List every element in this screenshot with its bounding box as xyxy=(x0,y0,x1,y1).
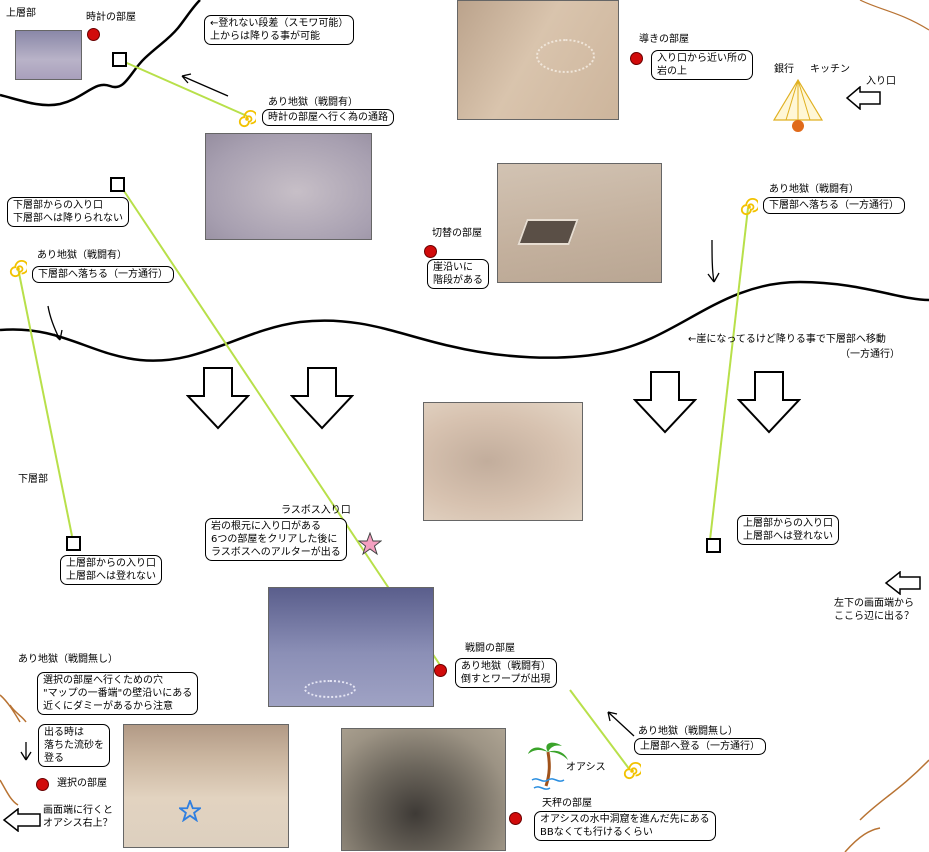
edge-mark-bottom-left xyxy=(0,694,27,806)
entrance-label: 入り口 xyxy=(866,76,896,87)
tent-icon xyxy=(772,78,824,132)
oasis-label: オアシス xyxy=(566,762,606,773)
upper-entry-left-marker[interactable] xyxy=(110,177,125,192)
edge-arrow-left-icon xyxy=(2,808,41,832)
antlion-right-note: 下層部へ落ちる（一方通行） xyxy=(763,197,905,214)
upper-cliff-line xyxy=(0,0,201,107)
arrow-antlion-up xyxy=(607,711,635,737)
guide-note: 入り口から近い所の岩の上 xyxy=(651,50,753,80)
antlion-no-battle-label: あり地獄（戦闘無し） xyxy=(18,654,118,665)
down-arrow-icon-4 xyxy=(737,371,801,434)
antlion-clock-spiral-icon[interactable] xyxy=(238,110,256,128)
scale-room-marker[interactable] xyxy=(509,812,522,825)
clock-room-marker[interactable] xyxy=(87,28,100,41)
palm-tree-icon xyxy=(528,742,568,790)
battle-room-marker[interactable] xyxy=(434,664,447,677)
antlion-left-note: 下層部へ落ちる（一方通行） xyxy=(32,266,174,283)
battle-room-label: 戦闘の部屋 xyxy=(465,643,515,654)
cliff-subnote: （一方通行） xyxy=(840,349,900,360)
clock-room-label: 時計の部屋 xyxy=(86,12,136,23)
switch-note: 崖沿いに階段がある xyxy=(427,259,489,289)
connector-upper-lower-left xyxy=(119,184,441,666)
arrow-select-hole xyxy=(20,742,32,761)
bottom-left-edge-note: 左下の画面端からここら辺に出る？ xyxy=(834,598,914,622)
antlion-right-spiral-icon[interactable] xyxy=(740,198,758,216)
connector-clock-passage xyxy=(119,59,248,117)
guide-room-marker[interactable] xyxy=(630,52,643,65)
upper-floor-label: 上層部 xyxy=(6,8,36,19)
select-star-icon xyxy=(179,800,201,822)
clock-entry-marker[interactable] xyxy=(112,52,127,67)
battle-note: あり地獄（戦闘有）倒すとワープが出現 xyxy=(455,658,557,688)
kitchen-label: キッチン xyxy=(810,64,850,75)
floor-boundary-wave xyxy=(0,280,929,362)
lower-entry-left-note: 下層部からの入り口下層部へは降りられない xyxy=(7,197,129,227)
upper-entry-lower-right-note: 上層部からの入り口上層部へは登れない xyxy=(737,515,839,545)
antlion-right-title: あり地獄（戦闘有） xyxy=(769,184,859,195)
antlion-clock-note: 時計の部屋へ行く為の通路 xyxy=(262,109,394,126)
antlion-left-title: あり地獄（戦闘有） xyxy=(37,250,127,261)
connector-battle-antlion xyxy=(569,689,631,771)
rock-screenshot xyxy=(423,402,583,521)
step-note: ←登れない段差（スモワ可能）上からは降りる事が可能 xyxy=(204,15,355,45)
antlion-clock-title: あり地獄（戦闘有） xyxy=(268,97,358,108)
cliff-note: ←崖になってるけど降りる事で下層部へ移動 xyxy=(688,334,886,345)
arrow-antlion-right xyxy=(707,239,720,283)
bank-label: 銀行 xyxy=(774,64,794,75)
scale-room-label: 天秤の部屋 xyxy=(542,798,592,809)
arrow-antlion-left xyxy=(47,305,63,341)
lower-entry-left-marker[interactable] xyxy=(66,536,81,551)
edge-arrow-right-icon xyxy=(884,571,921,595)
antlion-up-note: 上層部へ登る（一方通行） xyxy=(634,738,766,755)
lasboss-star-icon[interactable] xyxy=(358,532,382,556)
arrow-to-clock xyxy=(181,73,229,97)
switch-room-screenshot xyxy=(497,163,662,283)
edge-mark-bottom-right xyxy=(844,759,929,852)
select-room-label: 選択の部屋 xyxy=(57,778,107,789)
select-hole-note: 選択の部屋へ行くための穴"マップの一番端"の壁沿いにある近くにダミーがあるから注… xyxy=(37,672,199,715)
connector-antlion-right xyxy=(709,207,749,541)
scale-room-screenshot xyxy=(341,728,506,851)
battle-room-screenshot xyxy=(268,587,434,707)
antlion-up-title: あり地獄（戦闘無し） xyxy=(638,726,738,737)
passage-screenshot xyxy=(205,133,372,240)
select-room-marker[interactable] xyxy=(36,778,49,791)
down-arrow-icon-1 xyxy=(186,367,250,430)
switch-room-marker[interactable] xyxy=(424,245,437,258)
screen-edge-note: 画面端に行くとオアシス右上？ xyxy=(43,805,113,829)
entrance-arrow-icon xyxy=(846,86,881,110)
lasboss-entrance-label: ラスボス入り口 xyxy=(281,505,351,516)
antlion-left-spiral-icon[interactable] xyxy=(9,260,27,278)
edge-mark-top-right xyxy=(859,0,929,31)
antlion-up-spiral-icon[interactable] xyxy=(623,762,641,780)
select-exit-note: 出る時は落ちた流砂を登る xyxy=(38,724,110,767)
guide-room-label: 導きの部屋 xyxy=(639,34,689,45)
upper-entry-lower-left-note: 上層部からの入り口上層部へは登れない xyxy=(60,555,162,585)
connector-antlion-left xyxy=(17,267,73,537)
guide-room-screenshot xyxy=(457,0,619,120)
lower-floor-label: 下層部 xyxy=(18,474,48,485)
clock-room-screenshot xyxy=(15,30,82,80)
switch-room-label: 切替の部屋 xyxy=(432,228,482,239)
down-arrow-icon-3 xyxy=(633,371,697,434)
lower-entry-right-marker[interactable] xyxy=(706,538,721,553)
select-room-screenshot xyxy=(123,724,289,848)
down-arrow-icon-2 xyxy=(290,367,354,430)
